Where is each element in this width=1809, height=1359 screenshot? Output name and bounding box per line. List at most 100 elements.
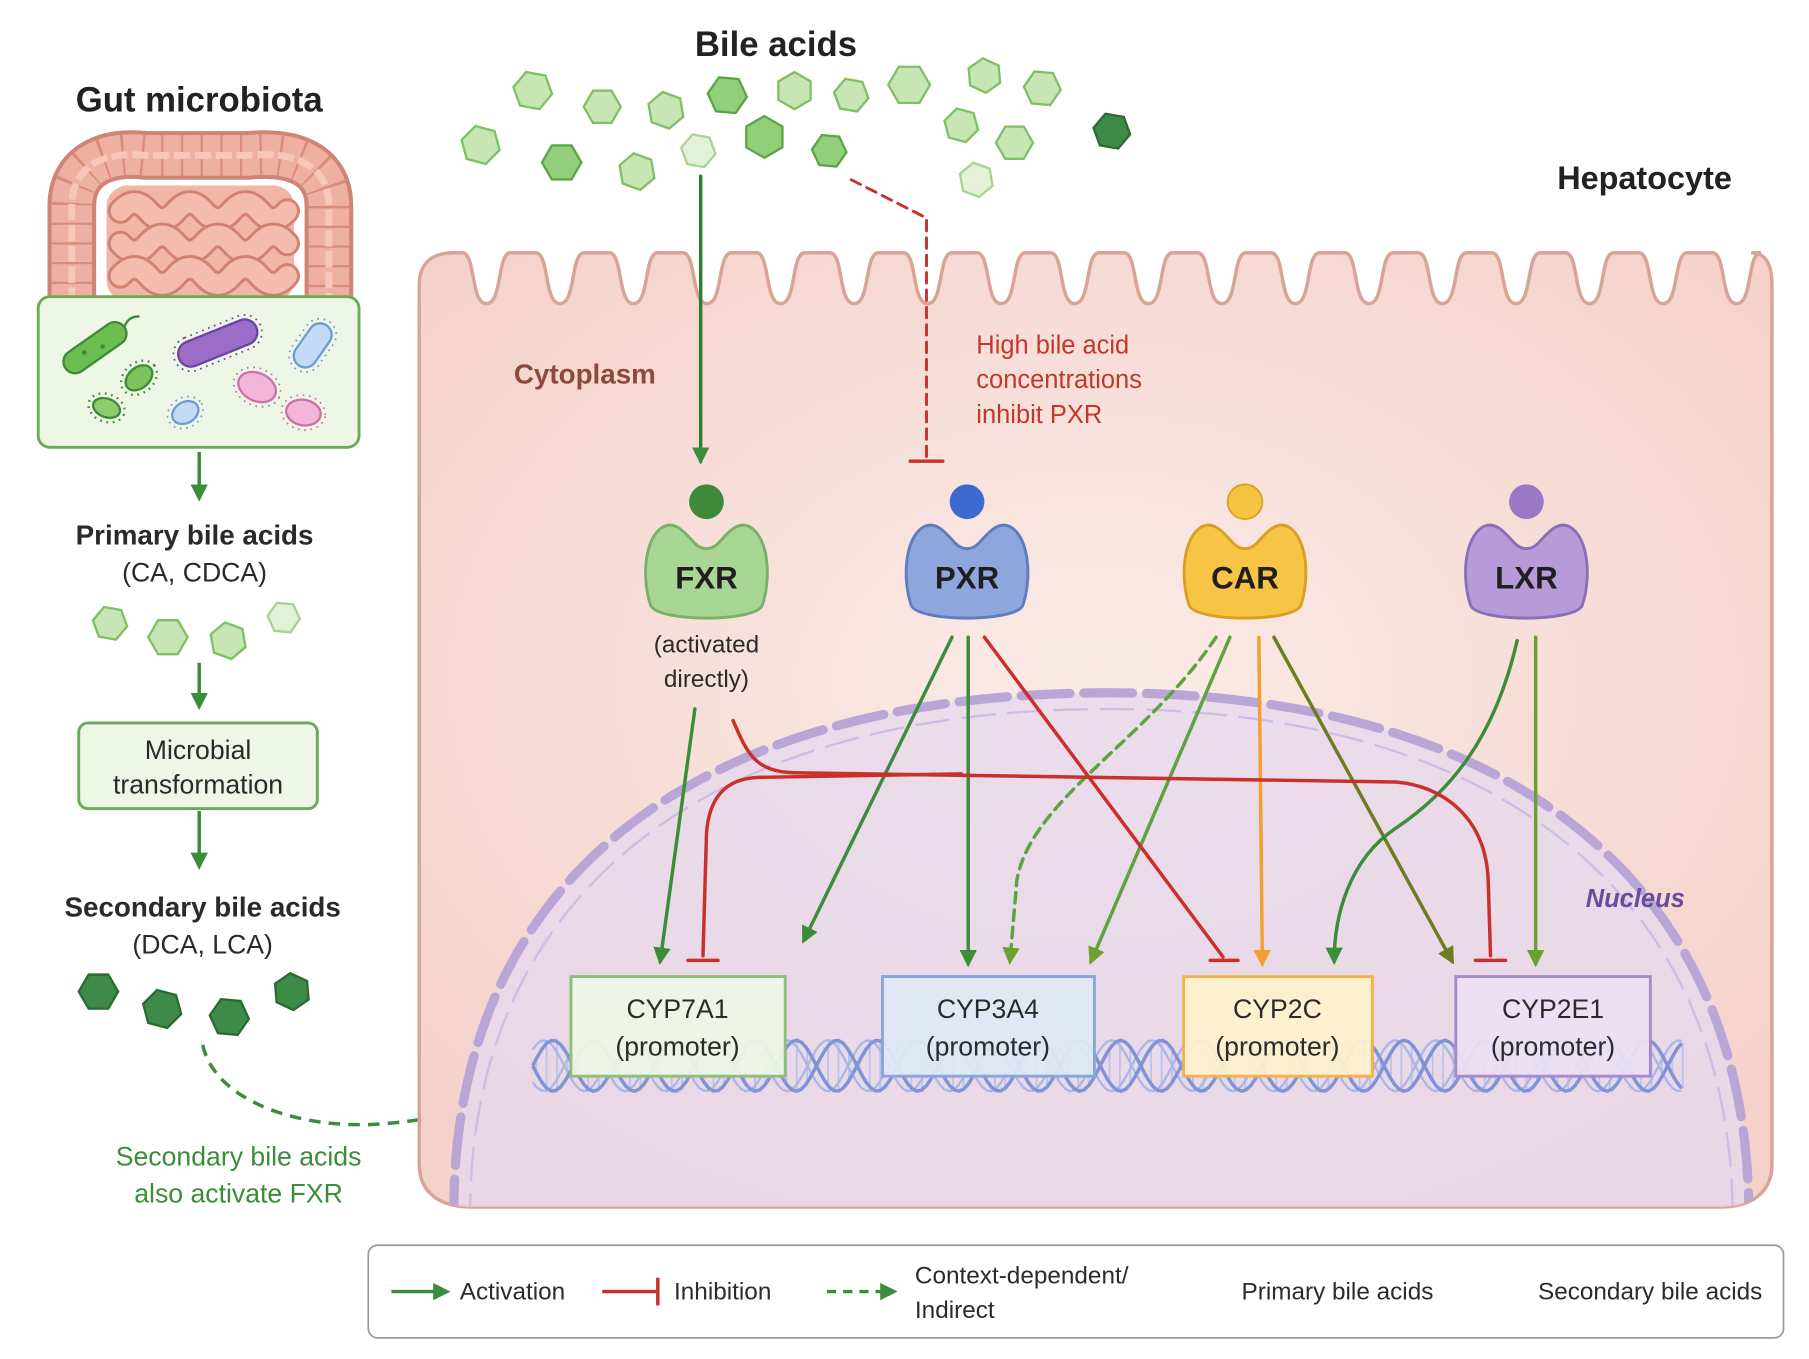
ligand-pxr [949, 484, 985, 520]
primary-bile-acid-hexagon [967, 56, 1002, 95]
legend-primary-label: Primary bile acids [1242, 1279, 1434, 1306]
promoter-label-cyp3a4: (promoter) [926, 1031, 1050, 1061]
arrow-secondary-to-nucleus-dashed [200, 1044, 520, 1127]
primary-bile-acid-hexagon [886, 65, 932, 105]
primary-bile-acid-hexagon [1022, 70, 1063, 107]
ligand-car [1226, 483, 1264, 520]
fxr-note-line-1: (activated [654, 631, 759, 658]
promoter-gene-cyp2c: CYP2C [1233, 994, 1322, 1024]
primary-bile-acid-hexagon [460, 124, 501, 166]
receptor-label-fxr: FXR [675, 561, 738, 596]
primary-bile-acid-hexagon [209, 621, 247, 661]
bacteria-pink-icon [232, 366, 282, 408]
inhibition-bile-acids-to-pxr-dashed [849, 178, 928, 459]
secondary-bile-acid-hexagon [77, 973, 120, 1010]
primary-bile-acid-hexagon [512, 70, 554, 111]
primary-bile-acid-hexagon [146, 619, 189, 656]
primary-bile-acid-hexagon [582, 89, 623, 125]
bacteria-purple-rod-icon [172, 313, 263, 373]
cytoplasm-label: Cytoplasm [514, 359, 656, 390]
nuclear-envelope-inner [469, 707, 1734, 1208]
primary-bile-acids-label: Primary bile acids [76, 520, 314, 551]
legend-context-label-line-2: Indirect [915, 1297, 995, 1324]
receptor-fxr: FXR [644, 484, 769, 620]
bile-acids-title: Bile acids [695, 26, 857, 64]
inhibition-pxr-to-cyp2c [982, 635, 1225, 959]
primary-bile-acid-hexagon [540, 144, 583, 181]
secondary-note-line-2: also activate FXR [134, 1178, 343, 1208]
hepatocyte-label: Hepatocyte [1557, 160, 1732, 196]
promoter-cyp2e1: CYP2E1 (promoter) [1454, 975, 1652, 1078]
promoter-label-cyp2e1: (promoter) [1491, 1031, 1615, 1061]
inhibition-fxr-to-cyp2e1 [731, 718, 1493, 958]
receptor-label-pxr: PXR [935, 561, 999, 596]
primary-bile-acid-hexagon [994, 125, 1035, 160]
primary-bile-acids-examples: (CA, CDCA) [122, 558, 267, 588]
pxr-inhibition-note-line-2: concentrations [976, 366, 1142, 394]
transformation-line-1: Microbial [145, 735, 252, 765]
primary-bile-acid-hexagon [266, 601, 302, 634]
receptor-label-lxr: LXR [1495, 561, 1558, 596]
secondary-bile-acid-hexagon [1092, 112, 1132, 150]
primary-bile-acid-hexagon [647, 90, 685, 130]
legend-box [367, 1244, 1785, 1339]
primary-bile-acid-hexagon [745, 114, 784, 160]
receptor-shape-car [1182, 523, 1308, 620]
primary-bile-acid-hexagon [943, 107, 980, 144]
legend: Activation Inhibition Context-dependent/… [367, 1244, 1785, 1339]
legend-secondary-label: Secondary bile acids [1538, 1279, 1762, 1306]
legend-activation-label: Activation [460, 1279, 565, 1306]
pxr-inhibition-note-line-3: inhibit PXR [976, 401, 1102, 429]
arrow-car-to-cyp3a4-dashed [1002, 635, 1218, 965]
promoter-gene-cyp2e1: CYP2E1 [1502, 994, 1604, 1024]
nuclear-envelope-outer [449, 688, 1754, 1208]
promoter-cyp7a1: CYP7A1 (promoter) [569, 975, 787, 1078]
promoter-gene-cyp3a4: CYP3A4 [937, 994, 1039, 1024]
primary-bile-acid-hexagon [832, 77, 870, 113]
receptor-pxr: PXR [904, 484, 1030, 620]
ligand-lxr [1509, 484, 1544, 520]
arrow-car-to-cyp3a4 [1088, 635, 1232, 965]
primary-bile-acid-hexagon [706, 76, 749, 115]
pxr-inhibition-note-line-1: High bile acid [976, 331, 1129, 359]
primary-bile-acid-hexagon [810, 133, 848, 168]
primary-bile-acid-hexagon [91, 605, 129, 641]
intestine-icon [47, 130, 354, 304]
promoter-cyp2c: CYP2C (promoter) [1182, 975, 1374, 1078]
nucleus-label: Nucleus [1586, 885, 1685, 913]
secondary-bile-acid-hexagon [273, 971, 310, 1012]
secondary-bile-acid-hexagon [141, 988, 183, 1030]
receptor-lxr: LXR [1464, 484, 1589, 620]
arrow-pxr-to-cyp7a1 [802, 635, 954, 944]
gut-microbiota-title: Gut microbiota [76, 81, 324, 119]
primary-bile-acid-hexagon [679, 133, 717, 169]
promoter-gene-cyp7a1: CYP7A1 [626, 994, 728, 1024]
receptor-shape-pxr [904, 523, 1030, 620]
legend-context-label-line-1: Context-dependent/ [915, 1262, 1129, 1289]
promoter-label-cyp2c: (promoter) [1215, 1031, 1339, 1061]
arrow-fxr-to-cyp7a1 [653, 707, 697, 965]
receptor-label-car: CAR [1211, 561, 1279, 596]
receptor-shape-fxr [644, 523, 769, 620]
promoter-label-cyp7a1: (promoter) [615, 1031, 739, 1061]
arrow-lxr-to-cyp2c [1325, 638, 1519, 965]
bacteria-green-rod-icon [62, 315, 140, 375]
ligand-fxr [689, 484, 724, 520]
bacteria-green-spiky-icon [119, 359, 159, 397]
arrow-car-to-cyp2e1 [1272, 635, 1455, 965]
secondary-note-line-1: Secondary bile acids [116, 1141, 362, 1171]
receptor-car: CAR [1182, 483, 1308, 620]
legend-inhibition-label: Inhibition [674, 1279, 771, 1306]
receptor-shape-lxr [1464, 523, 1589, 620]
promoter-cyp3a4: CYP3A4 (promoter) [881, 975, 1096, 1078]
primary-bile-acid-hexagon [777, 70, 812, 111]
arrow-car-to-cyp2c [1253, 635, 1271, 968]
microbial-transformation-box: Microbial transformation [77, 721, 319, 811]
primary-bile-acid-hexagon [618, 152, 656, 192]
bacteria-pink-small-icon [280, 394, 327, 431]
secondary-bile-acids-label: Secondary bile acids [64, 891, 340, 922]
fxr-note-line-2: directly) [664, 666, 749, 693]
inhibition-to-cyp7a1 [701, 772, 963, 958]
primary-bile-acid-hexagon [958, 161, 994, 199]
